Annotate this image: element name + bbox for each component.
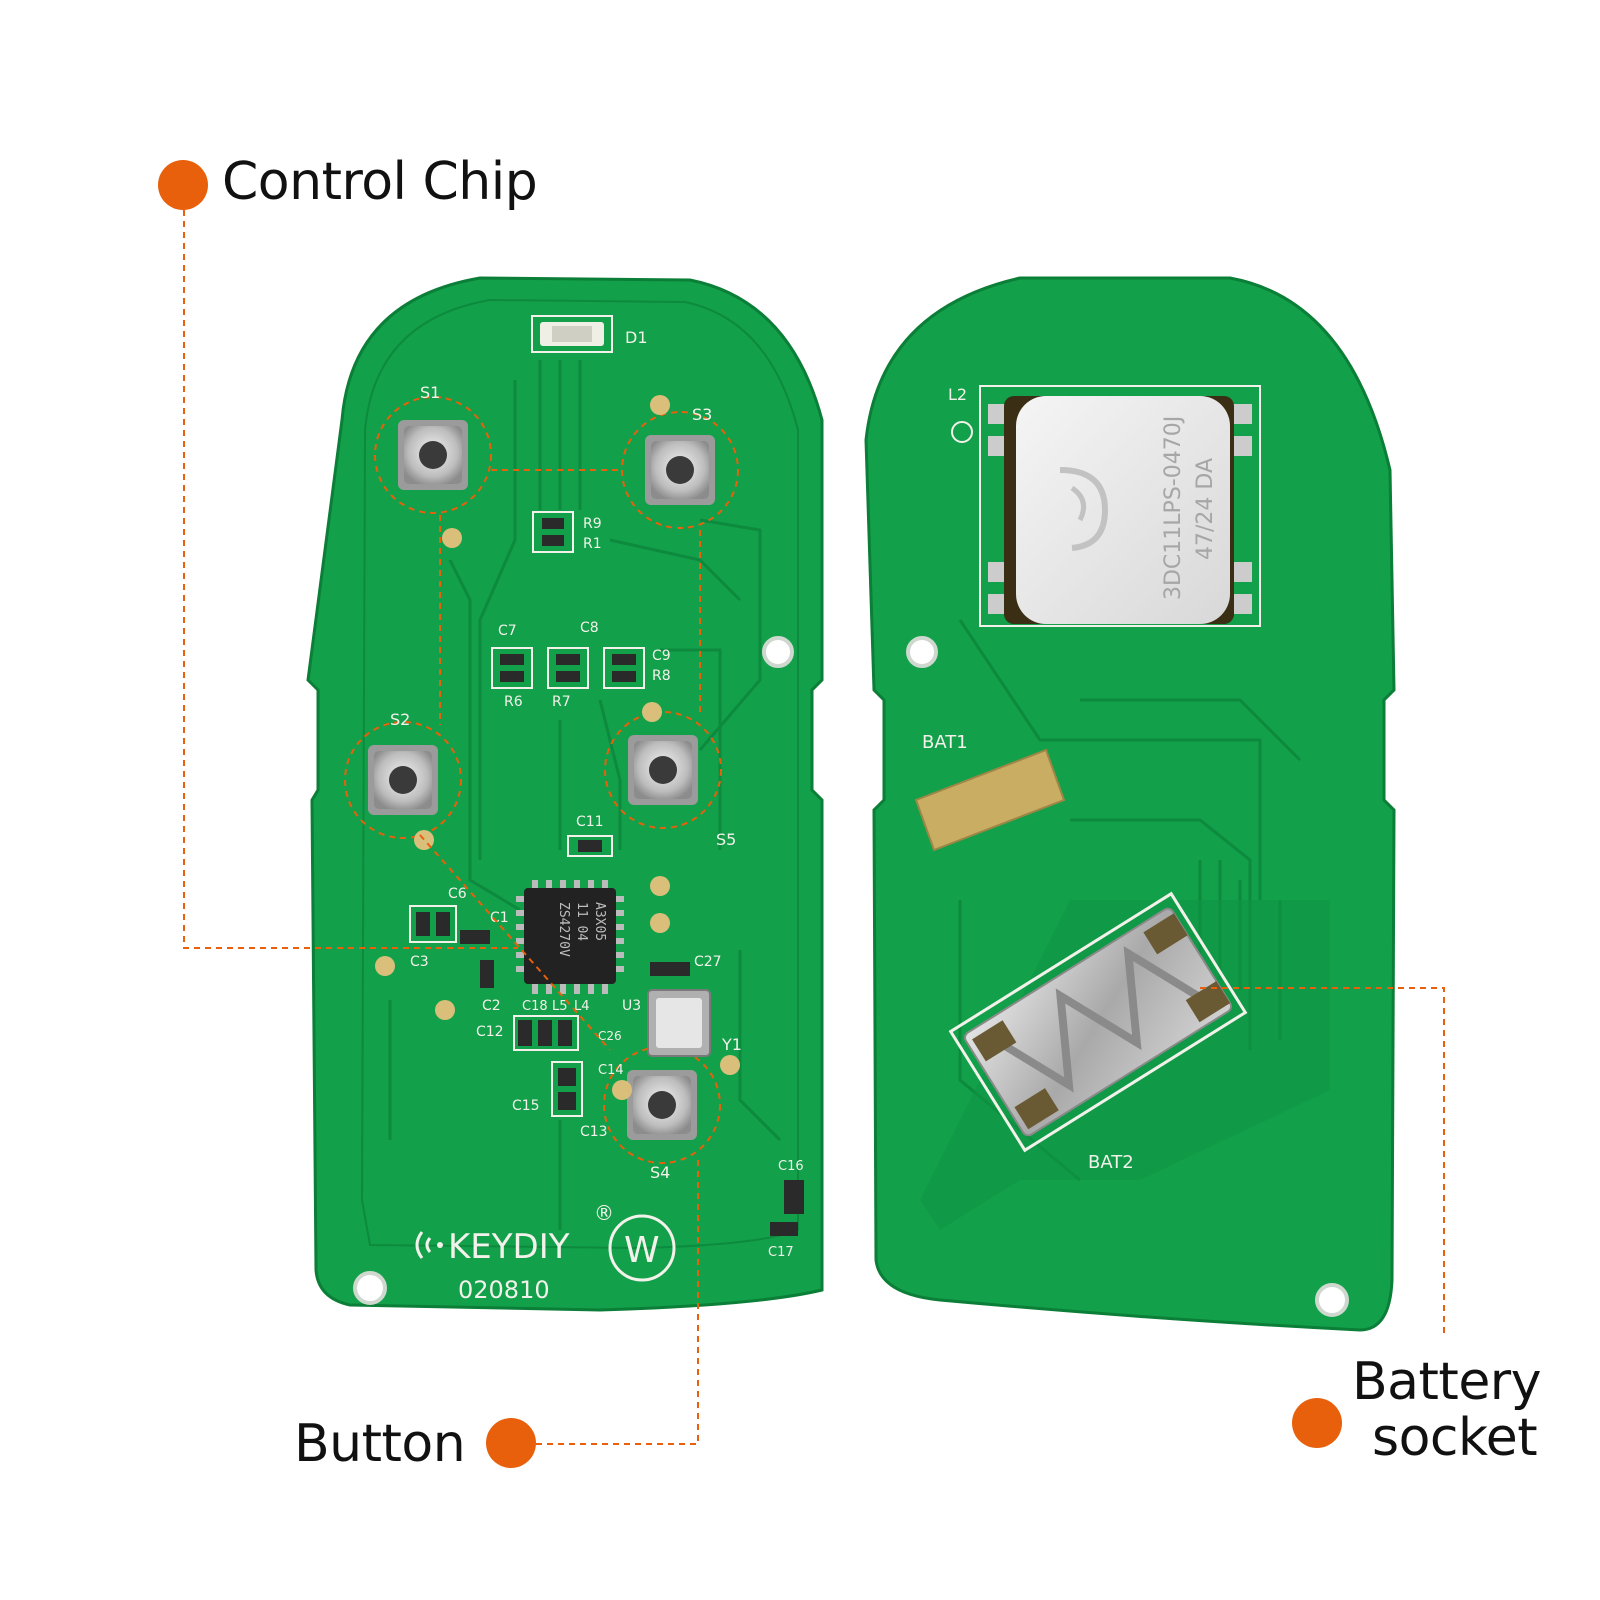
switch-s2: S2 — [344, 710, 462, 839]
switch-s5: S5 — [604, 711, 736, 849]
label-c11: C11 — [576, 814, 604, 830]
label-c18: C18 — [522, 999, 548, 1014]
label-s4: S4 — [650, 1163, 670, 1182]
front-traces — [388, 360, 782, 1230]
label-d1: D1 — [625, 328, 648, 347]
label-r9: R9 — [583, 516, 602, 532]
chip-text-3: ZS4270V — [556, 902, 571, 957]
label-u3: U3 — [622, 998, 641, 1014]
leader-lines — [183, 210, 1445, 1445]
callout-dot-control-chip — [158, 160, 208, 210]
callout-dot-button — [486, 1418, 536, 1468]
label-c16: C16 — [778, 1159, 804, 1174]
label-s3: S3 — [692, 405, 712, 424]
board-code: 020810 — [458, 1276, 550, 1304]
label-r1: R1 — [583, 536, 602, 552]
front-board-inner-border — [360, 298, 799, 1250]
switch-s4: S4 — [603, 1046, 721, 1182]
label-r8: R8 — [652, 668, 671, 684]
label-c12: C12 — [476, 1024, 504, 1040]
label-s1: S1 — [420, 383, 440, 402]
brand-text: KEYDIY — [448, 1227, 570, 1267]
label-l4: L4 — [574, 999, 590, 1014]
callout-battery-line1: Battery — [1352, 1352, 1541, 1412]
coil-text-2: 47/24 DA — [1193, 458, 1218, 560]
front-test-pads — [375, 395, 740, 1100]
leader-buttons-4 — [419, 834, 611, 1051]
label-y1: Y1 — [721, 1035, 742, 1054]
label-r6: R6 — [504, 694, 523, 710]
keydiy-logo: KEYDIY ® W 020810 — [415, 1201, 676, 1304]
label-c3: C3 — [410, 954, 429, 970]
label-c17: C17 — [768, 1245, 794, 1260]
label-r7: R7 — [552, 694, 571, 710]
label-s5: S5 — [716, 830, 736, 849]
version-mark: W — [624, 1230, 660, 1271]
back-board: 3DC11LPS-0470J 47/24 DA L2 BAT1 BAT2 — [864, 276, 1396, 1332]
front-passives: R9 R1 C7 C8 C9 R8 R6 R7 C11 C6 C1 — [409, 511, 804, 1260]
leader-battery — [1200, 987, 1445, 1338]
callout-button: Button — [294, 1414, 466, 1474]
label-l2: L2 — [948, 385, 967, 404]
leader-control-chip — [183, 210, 518, 949]
label-bat2: BAT2 — [1088, 1152, 1134, 1173]
back-hole-top — [906, 636, 938, 668]
control-chip: A3X05 11 04 ZS4270V — [516, 880, 624, 994]
label-c2: C2 — [482, 998, 501, 1014]
back-hole-bottom — [1315, 1283, 1349, 1317]
label-s2: S2 — [390, 710, 410, 729]
label-c15: C15 — [512, 1098, 540, 1114]
callout-control-chip: Control Chip — [222, 152, 538, 212]
callout-dot-battery — [1292, 1398, 1342, 1448]
callout-battery-socket: Battery socket — [1352, 1352, 1541, 1468]
chip-text-2: 11 04 — [574, 902, 589, 941]
label-c9: C9 — [652, 648, 671, 664]
switch-s3: S3 — [621, 405, 739, 529]
front-hole-bottom — [353, 1271, 387, 1305]
svg-text:®: ® — [594, 1201, 614, 1225]
label-c6: C6 — [448, 886, 467, 902]
coil-text-1: 3DC11LPS-0470J — [1161, 416, 1186, 600]
switch-s1: S1 — [374, 383, 492, 514]
battery-pad-bat1: BAT1 — [914, 732, 1066, 852]
label-c13: C13 — [580, 1124, 608, 1140]
front-board: D1 S1 S3 S2 S5 — [306, 276, 824, 1312]
label-c14: C14 — [598, 1063, 624, 1078]
chip-text-1: A3X05 — [592, 902, 607, 941]
callout-battery-line2: socket — [1372, 1408, 1538, 1468]
label-c26: C26 — [598, 1029, 622, 1043]
label-c27: C27 — [694, 954, 722, 970]
label-c1: C1 — [490, 910, 509, 926]
label-c8: C8 — [580, 620, 599, 636]
battery-socket — [948, 891, 1248, 1153]
label-bat1: BAT1 — [922, 732, 968, 753]
coil-l2: 3DC11LPS-0470J 47/24 DA L2 — [948, 385, 1261, 627]
label-c7: C7 — [498, 623, 517, 639]
front-hole-top — [762, 636, 794, 668]
label-l5: L5 — [552, 999, 568, 1014]
